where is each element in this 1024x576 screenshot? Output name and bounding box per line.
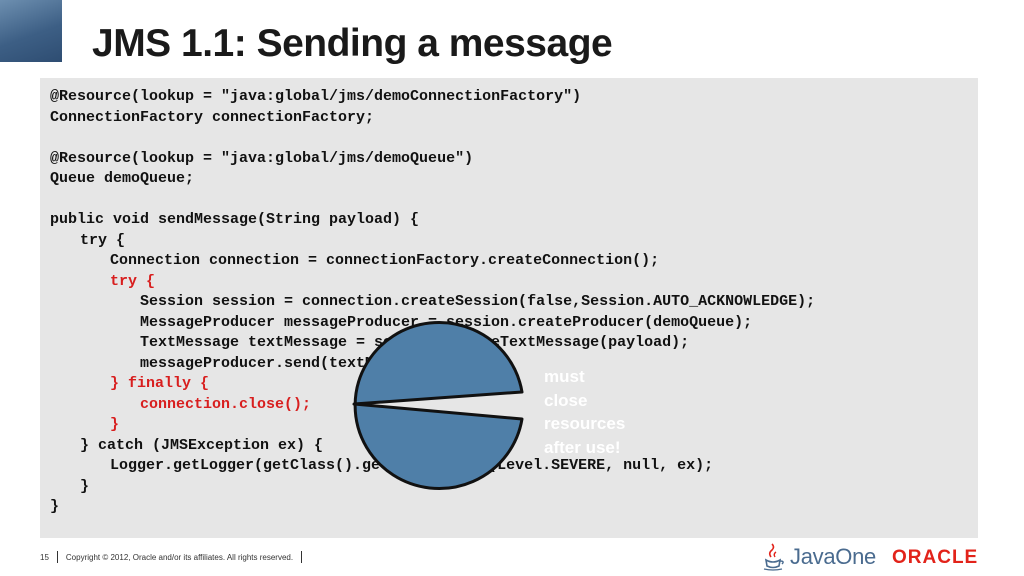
code-line: Logger.getLogger(getClass().getName()).l… — [110, 457, 714, 474]
code-line: } catch (JMSException ex) { — [80, 436, 324, 454]
code-line: Connection connection = connectionFactor… — [110, 252, 660, 269]
code-line: ConnectionFactory connectionFactory; — [50, 108, 375, 126]
code-line: try { — [110, 272, 156, 290]
callout-line: must — [544, 367, 585, 386]
oracle-logo: ORACLE — [892, 547, 979, 568]
java-cup-icon — [763, 543, 784, 571]
callout-line: resources — [544, 414, 626, 433]
code-line: messageProducer.send(textMessage); — [140, 354, 447, 372]
title-accent-block — [0, 0, 62, 62]
footer-divider — [301, 551, 303, 563]
code-line: } finally { — [110, 375, 210, 392]
code-line — [50, 190, 815, 211]
code-line: } — [80, 477, 90, 495]
code-line: } — [110, 416, 120, 433]
code-block: @Resource(lookup = "java:global/jms/demo… — [50, 87, 815, 518]
callout-text: must close resources after use! — [544, 365, 625, 459]
footer: 15 Copyright © 2012, Oracle and/or its a… — [40, 551, 310, 563]
slide-title: JMS 1.1: Sending a message — [92, 22, 613, 65]
javaone-wordmark: JavaOne — [790, 544, 876, 569]
code-line: MessageProducer messageProducer = sessio… — [140, 313, 753, 331]
code-line: Queue demoQueue; — [50, 170, 195, 187]
code-line: public void sendMessage(String payload) … — [50, 211, 420, 228]
javaone-logo: JavaOne — [760, 542, 876, 572]
code-line: } — [50, 498, 60, 515]
code-line: connection.close(); — [140, 395, 312, 413]
code-line: TextMessage textMessage = session.create… — [140, 334, 690, 351]
code-line: @Resource(lookup = "java:global/jms/demo… — [50, 88, 582, 105]
callout-line: close — [544, 390, 588, 410]
code-line: Session session = connection.createSessi… — [140, 293, 816, 310]
footer-divider — [56, 551, 58, 563]
page-number: 15 — [40, 552, 49, 562]
copyright-text: Copyright © 2012, Oracle and/or its affi… — [65, 552, 294, 562]
code-line: @Resource(lookup = "java:global/jms/demo… — [50, 149, 474, 167]
code-line — [50, 128, 815, 149]
callout-line: after use! — [544, 437, 621, 457]
code-line: try { — [80, 231, 126, 249]
